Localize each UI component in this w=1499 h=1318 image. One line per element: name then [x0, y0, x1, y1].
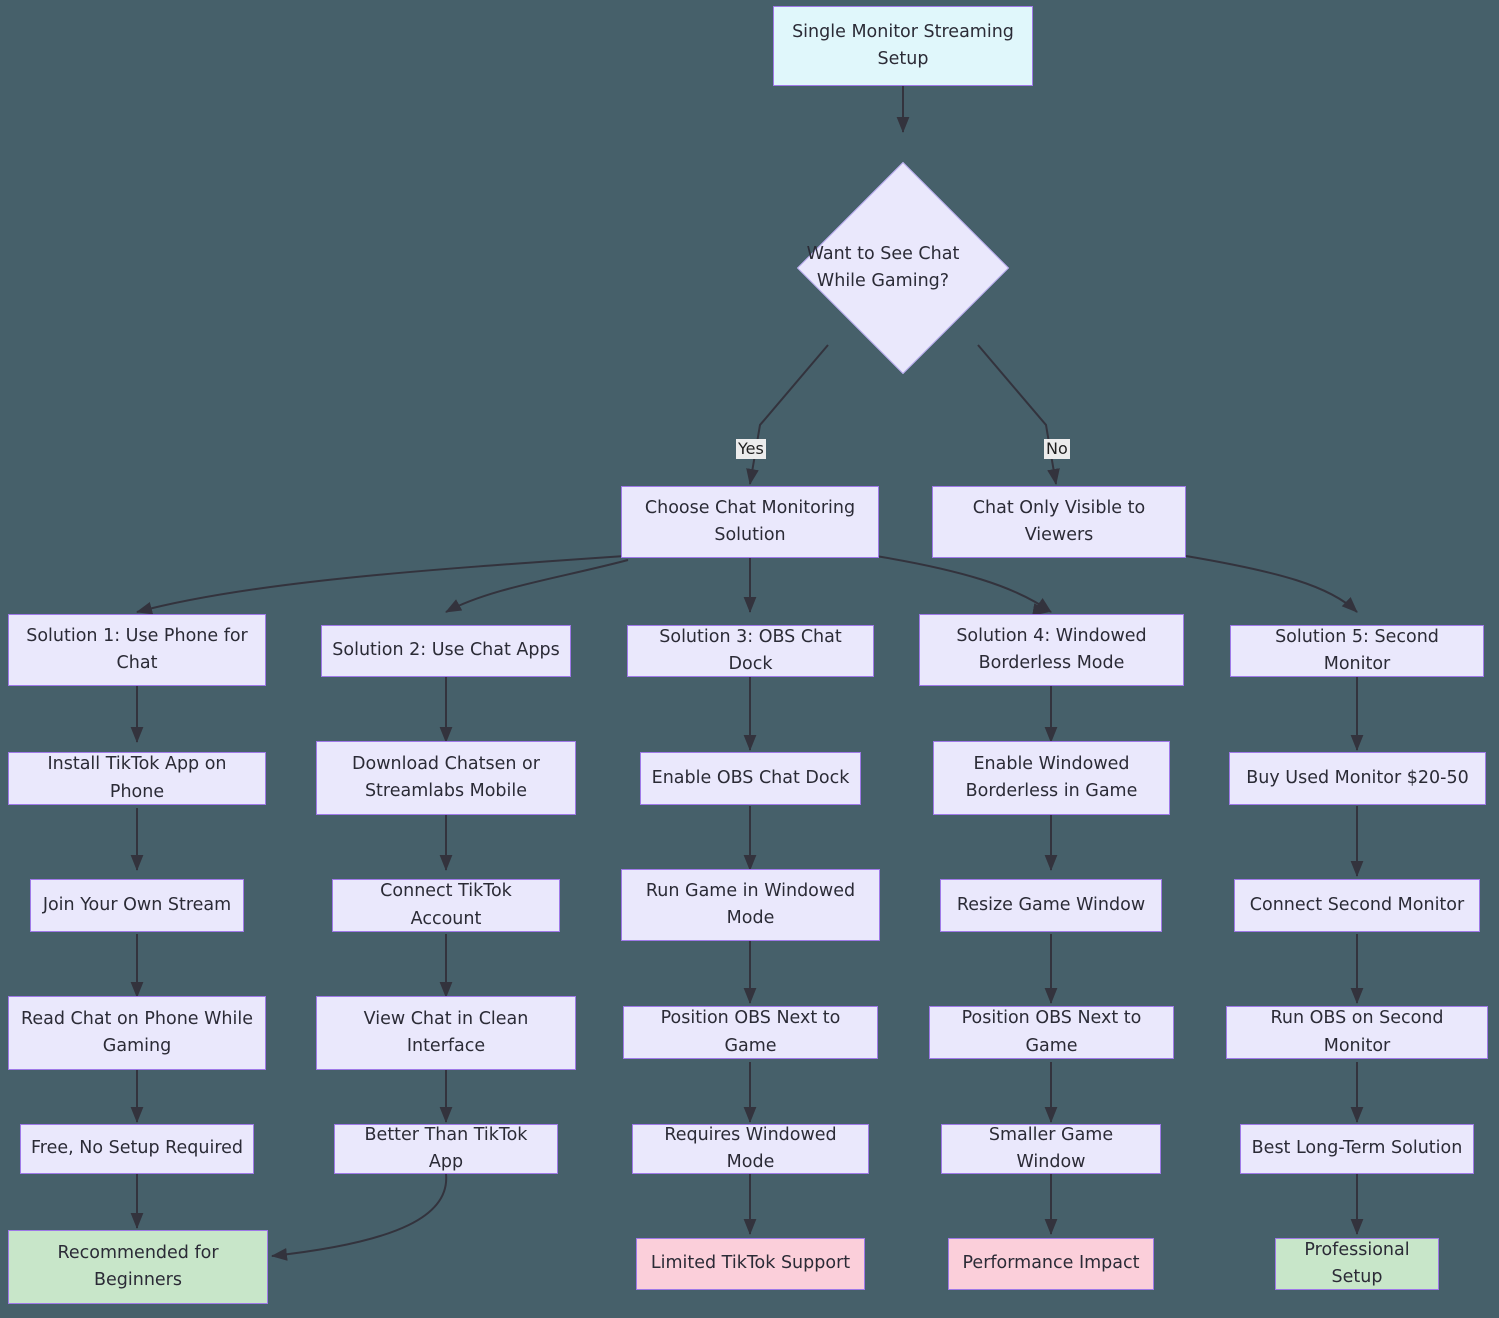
edge-decision-no	[977, 344, 1060, 485]
node-solution-5[interactable]: Solution 5: Second Monitor	[1230, 625, 1484, 677]
node-solution-4[interactable]: Solution 4: Windowed Borderless Mode	[919, 614, 1184, 686]
node-join-own-stream[interactable]: Join Your Own Stream	[30, 879, 244, 932]
node-recommended-for-beginners[interactable]: Recommended for Beginners	[8, 1230, 268, 1304]
node-read-chat-on-phone[interactable]: Read Chat on Phone While Gaming	[8, 996, 266, 1070]
node-resize-game-window[interactable]: Resize Game Window	[940, 879, 1162, 932]
node-free-no-setup-label: Free, No Setup Required	[31, 1138, 244, 1159]
node-solution-1[interactable]: Solution 1: Use Phone for Chat	[8, 614, 266, 686]
node-solution-5-label: Solution 5: Second Monitor	[1275, 626, 1439, 674]
node-connect-second-monitor[interactable]: Connect Second Monitor	[1234, 879, 1480, 932]
edge-choose-sol4	[875, 555, 1052, 613]
node-install-tiktok-label: Install TikTok App on Phone	[47, 754, 227, 802]
node-solution-4-label: Solution 4: Windowed Borderless Mode	[956, 625, 1147, 673]
node-recommended-for-beginners-label: Recommended for Beginners	[57, 1242, 219, 1290]
node-join-own-stream-label: Join Your Own Stream	[42, 894, 232, 915]
node-best-long-term-solution[interactable]: Best Long-Term Solution	[1240, 1124, 1474, 1174]
edge-decision-yes	[746, 344, 829, 485]
node-position-obs-3-label: Position OBS Next to Game	[660, 1008, 841, 1056]
edge-choose-sol2	[445, 559, 629, 613]
node-view-chat-clean-interface[interactable]: View Chat in Clean Interface	[316, 996, 576, 1070]
node-viewers-label: Chat Only Visible to Viewers	[972, 497, 1146, 545]
node-requires-windowed-mode[interactable]: Requires Windowed Mode	[632, 1124, 869, 1174]
node-run-obs-second-monitor[interactable]: Run OBS on Second Monitor	[1226, 1006, 1488, 1059]
node-run-game-windowed-mode-label: Run Game in Windowed Mode	[645, 880, 856, 928]
node-enable-obs-chat-dock[interactable]: Enable OBS Chat Dock	[640, 752, 861, 805]
edge-label-yes: Yes	[736, 439, 766, 459]
node-read-chat-on-phone-label: Read Chat on Phone While Gaming	[20, 1008, 253, 1056]
node-solution-2[interactable]: Solution 2: Use Chat Apps	[321, 625, 571, 677]
node-enable-obs-chat-dock-label: Enable OBS Chat Dock	[651, 767, 850, 788]
node-run-game-windowed-mode[interactable]: Run Game in Windowed Mode	[621, 869, 880, 941]
node-professional-setup-label: Professional Setup	[1304, 1239, 1410, 1287]
edge-sol2-s4-recommended	[271, 1173, 448, 1261]
node-smaller-game-window[interactable]: Smaller Game Window	[941, 1124, 1161, 1174]
edge-label-no: No	[1044, 439, 1070, 459]
node-solution-3[interactable]: Solution 3: OBS Chat Dock	[627, 625, 874, 677]
node-position-obs-next-game-3[interactable]: Position OBS Next to Game	[623, 1006, 878, 1059]
node-solution-2-label: Solution 2: Use Chat Apps	[332, 640, 560, 661]
node-download-chat-apps[interactable]: Download Chatsen or Streamlabs Mobile	[316, 741, 576, 815]
node-download-chat-apps-label: Download Chatsen or Streamlabs Mobile	[352, 753, 540, 801]
node-solution-3-label: Solution 3: OBS Chat Dock	[659, 626, 842, 674]
edge-viewers-sol4	[1032, 603, 1049, 616]
node-choose-chat-monitoring[interactable]: Choose Chat Monitoring Solution	[621, 486, 879, 558]
node-start-label: Single Monitor Streaming Setup	[792, 21, 1014, 69]
node-solution-1-label: Solution 1: Use Phone for Chat	[26, 625, 248, 673]
node-connect-tiktok-account-label: Connect TikTok Account	[380, 881, 512, 929]
node-position-obs-next-game-4[interactable]: Position OBS Next to Game	[929, 1006, 1174, 1059]
node-run-obs-second-monitor-label: Run OBS on Second Monitor	[1270, 1008, 1444, 1056]
node-smaller-game-window-label: Smaller Game Window	[988, 1124, 1114, 1172]
node-connect-tiktok-account[interactable]: Connect TikTok Account	[332, 879, 560, 932]
node-resize-game-window-label: Resize Game Window	[956, 894, 1146, 915]
node-chat-only-visible-viewers[interactable]: Chat Only Visible to Viewers	[932, 486, 1186, 558]
node-limited-tiktok-support-label: Limited TikTok Support	[650, 1253, 851, 1274]
edge-choose-sol1	[136, 555, 626, 615]
node-better-than-tiktok-app-label: Better Than TikTok App	[364, 1124, 528, 1172]
node-buy-used-monitor-label: Buy Used Monitor $20-50	[1246, 767, 1469, 788]
node-professional-setup[interactable]: Professional Setup	[1275, 1238, 1439, 1290]
node-install-tiktok-app[interactable]: Install TikTok App on Phone	[8, 752, 266, 805]
node-decision-see-chat[interactable]: Want to See Chat While Gaming?	[796, 161, 1010, 375]
node-better-than-tiktok-app[interactable]: Better Than TikTok App	[334, 1124, 558, 1174]
node-buy-used-monitor[interactable]: Buy Used Monitor $20-50	[1229, 752, 1486, 805]
node-enable-windowed-borderless-label: Enable Windowed Borderless in Game	[965, 753, 1138, 801]
node-position-obs-4-label: Position OBS Next to Game	[961, 1008, 1142, 1056]
node-enable-windowed-borderless[interactable]: Enable Windowed Borderless in Game	[933, 741, 1170, 815]
node-limited-tiktok-support[interactable]: Limited TikTok Support	[636, 1238, 865, 1290]
node-performance-impact-label: Performance Impact	[962, 1253, 1140, 1274]
node-choose-label: Choose Chat Monitoring Solution	[644, 497, 856, 545]
node-decision-label: Want to See Chat While Gaming?	[806, 243, 960, 291]
node-free-no-setup[interactable]: Free, No Setup Required	[20, 1124, 254, 1174]
node-requires-windowed-mode-label: Requires Windowed Mode	[664, 1124, 837, 1172]
node-start[interactable]: Single Monitor Streaming Setup	[773, 6, 1033, 86]
node-best-long-term-solution-label: Best Long-Term Solution	[1251, 1138, 1463, 1159]
edge-viewers-sol5	[1185, 555, 1358, 613]
node-view-chat-clean-interface-label: View Chat in Clean Interface	[363, 1008, 529, 1056]
node-connect-second-monitor-label: Connect Second Monitor	[1249, 894, 1465, 915]
node-performance-impact[interactable]: Performance Impact	[948, 1238, 1154, 1290]
